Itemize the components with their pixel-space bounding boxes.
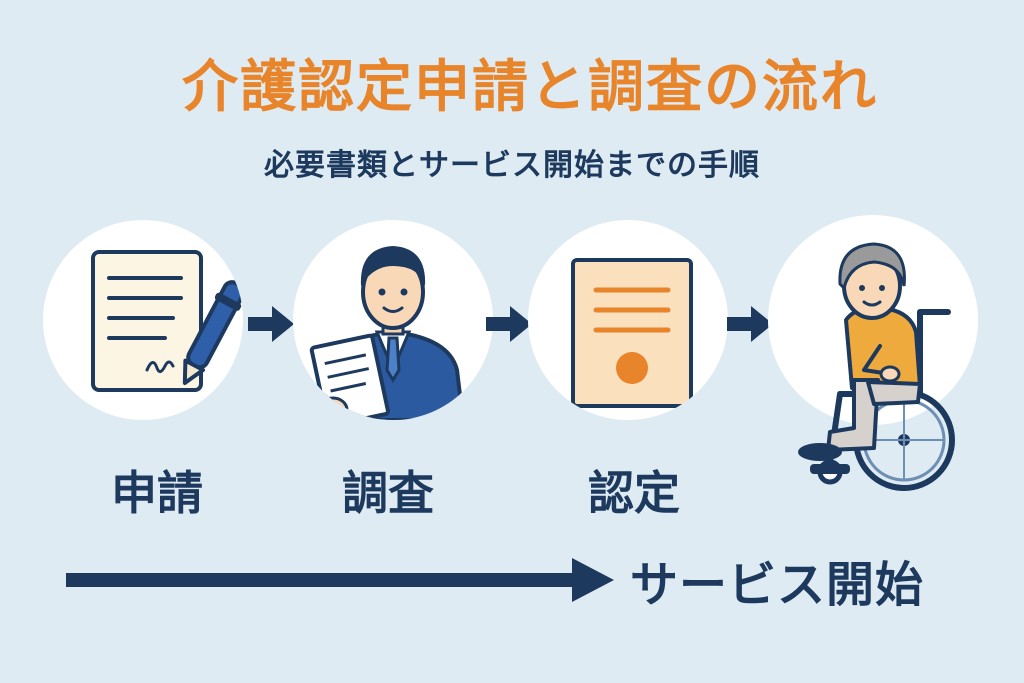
- investigator-with-document-icon: [309, 246, 466, 420]
- step-label-certification: 認定: [588, 466, 680, 520]
- step-arrow-2: [486, 306, 532, 342]
- step-circle-investigation: [293, 220, 493, 420]
- step-circle-application: [43, 220, 243, 420]
- application-form-pen-icon: [91, 250, 243, 392]
- step-circle-certification: [528, 220, 728, 420]
- certificate-icon: [571, 258, 693, 408]
- page-subtitle: 必要書類とサービス開始までの手順: [264, 148, 760, 183]
- service-start-label: サービス開始: [630, 557, 925, 613]
- step-label-application: 申請: [111, 466, 203, 520]
- timeline-arrow: [66, 558, 614, 602]
- step-label-investigation: 調査: [342, 466, 434, 520]
- page-title: 介護認定申請と調査の流れ: [182, 55, 878, 120]
- step-arrow-1: [248, 306, 294, 342]
- elderly-person-wheelchair-icon: [798, 242, 955, 491]
- step-arrow-3: [727, 306, 773, 342]
